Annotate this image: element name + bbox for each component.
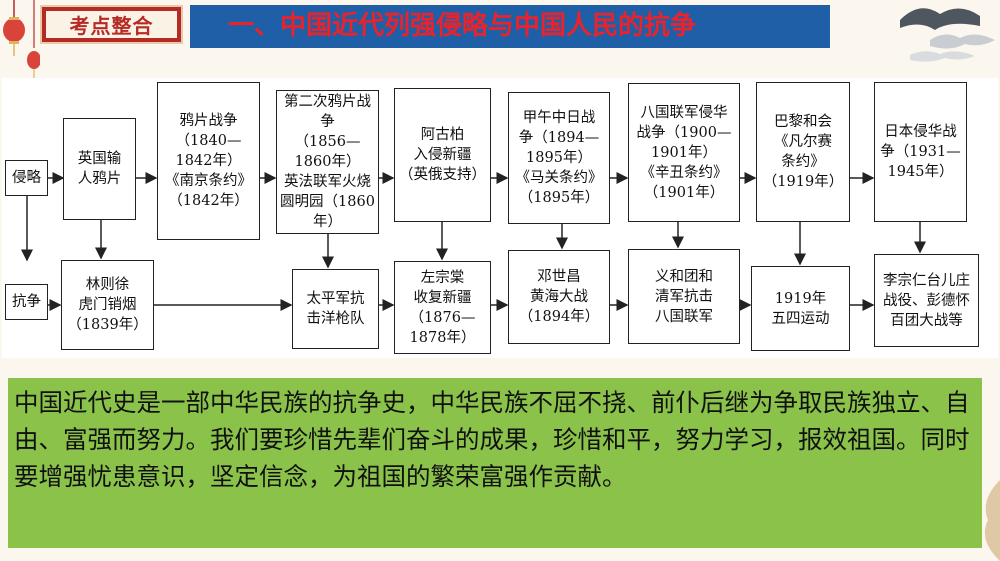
row-label-resistance: 抗争 xyxy=(5,284,48,320)
event-eight-nation-alliance: 八国联军侵华 战争（1900— 1901年） 《辛丑条约》 （1901年） xyxy=(628,83,740,222)
lantern-decoration-icon xyxy=(3,0,40,84)
event-humen-opium-destruction: 林则徐 虎门销烟 （1839年） xyxy=(61,260,154,350)
event-may-fourth-movement: 1919年 五四运动 xyxy=(751,266,850,351)
page-title: 一、中国近代列强侵略与中国人民的抗争 xyxy=(228,11,697,41)
event-paris-peace-conference: 巴黎和会 《凡尔赛 条约》 （1919年） xyxy=(756,82,850,222)
timeline-diagram: 侵略 抗争 英国输 人鸦片 鸦片战争 （1840—1842年） 《南京条约》 （… xyxy=(2,78,998,358)
header-bar: 考点整合 一、中国近代列强侵略与中国人民的抗争 xyxy=(0,0,1000,84)
cloud-decoration-icon xyxy=(900,8,995,62)
event-second-opium-war: 第二次鸦片战争 （1856—1860年） 英法联军火烧 圆明园（1860年） xyxy=(276,90,379,234)
event-yakub-beg-invasion: 阿古柏 入侵新疆 （英俄支持） xyxy=(394,88,491,222)
summary-text: 中国近代史是一部中华民族的抗争史，中华民族不屈不挠、前仆后继为争取民族独立、自由… xyxy=(8,378,982,548)
event-taierzhuang-hundred-regiments: 李宗仁台儿庄 战役、彭德怀 百团大战等 xyxy=(874,254,979,347)
event-yellow-sea-battle: 邓世昌 黄海大战 （1894年） xyxy=(508,250,610,344)
event-boxer-resistance: 义和团和 清军抗击 八国联军 xyxy=(628,249,740,344)
event-opium-war: 鸦片战争 （1840—1842年） 《南京条约》 （1842年） xyxy=(157,82,260,240)
event-japanese-invasion: 日本侵华战 争（1931— 1945年） xyxy=(874,82,967,222)
corner-decoration-icon xyxy=(984,480,1000,561)
section-badge-label: 考点整合 xyxy=(45,10,178,39)
row-label-aggression: 侵略 xyxy=(5,160,48,196)
event-taiping-resistance: 太平军抗 击洋枪队 xyxy=(292,269,379,349)
event-first-sino-japanese-war: 甲午中日战 争（1894— 1895年） 《马关条约》 （1895年） xyxy=(508,92,610,224)
section-badge: 考点整合 xyxy=(40,5,183,44)
event-xinjiang-recovery: 左宗棠 收复新疆 （1876— 1878年） xyxy=(394,261,491,354)
event-opium-import: 英国输 人鸦片 xyxy=(63,118,136,220)
title-bar xyxy=(190,5,830,48)
diagram-arrows xyxy=(21,172,926,311)
